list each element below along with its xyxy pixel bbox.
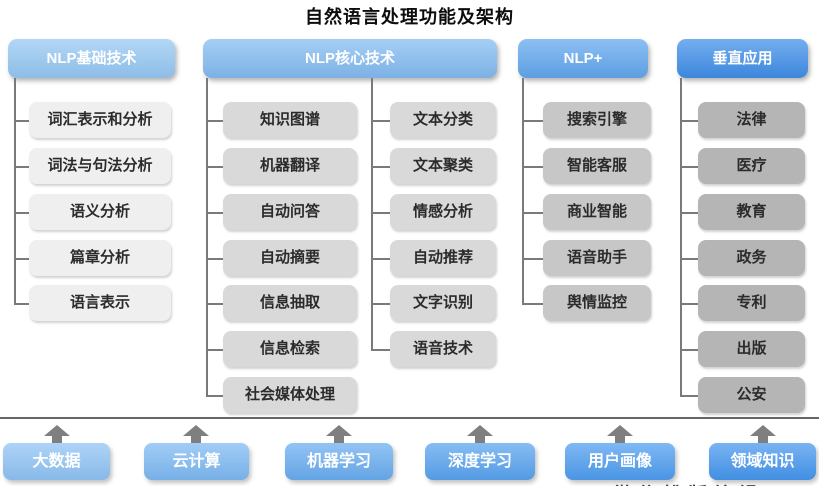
foundation-user-profile: 用户画像 bbox=[565, 443, 675, 480]
up-arrow-head bbox=[750, 425, 776, 436]
connector-line bbox=[371, 78, 373, 349]
up-arrow-stem bbox=[52, 436, 62, 443]
node-information-extraction: 信息抽取 bbox=[223, 285, 357, 321]
connector-line bbox=[14, 166, 29, 168]
connector-line bbox=[371, 349, 390, 351]
column-header-vertical-apps: 垂直应用 bbox=[677, 39, 808, 78]
connector-line bbox=[680, 166, 698, 168]
connector-line bbox=[14, 120, 29, 122]
node-text-recognition: 文字识别 bbox=[390, 285, 496, 321]
connector-line bbox=[206, 395, 223, 397]
node-business-intelligence: 商业智能 bbox=[543, 194, 651, 230]
column-header-nlp-basic: NLP基础技术 bbox=[8, 39, 175, 78]
up-arrow-icon bbox=[467, 425, 493, 443]
node-lexical-representation-analysis: 词汇表示和分析 bbox=[29, 102, 171, 138]
connector-line bbox=[522, 212, 543, 214]
connector-line bbox=[206, 349, 223, 351]
connector-line bbox=[206, 303, 223, 305]
column-header-nlp-core: NLP核心技术 bbox=[203, 39, 497, 78]
connector-line bbox=[522, 258, 543, 260]
node-auto-recommendation: 自动推荐 bbox=[390, 240, 496, 276]
up-arrow-head bbox=[467, 425, 493, 436]
connector-line bbox=[206, 212, 223, 214]
up-arrow-icon bbox=[750, 425, 776, 443]
connector-line bbox=[680, 395, 698, 397]
connector-line bbox=[14, 212, 29, 214]
node-government: 政务 bbox=[698, 240, 805, 276]
foundation-big-data: 大数据 bbox=[3, 443, 110, 480]
node-opinion-monitoring: 舆情监控 bbox=[543, 285, 651, 321]
node-lexical-syntax-analysis: 词法与句法分析 bbox=[29, 148, 171, 184]
foundation-machine-learning: 机器学习 bbox=[285, 443, 393, 480]
up-arrow-icon bbox=[183, 425, 209, 443]
node-publishing: 出版 bbox=[698, 331, 805, 367]
node-text-classification: 文本分类 bbox=[390, 102, 496, 138]
node-legal: 法律 bbox=[698, 102, 805, 138]
connector-line bbox=[680, 258, 698, 260]
connector-line bbox=[522, 78, 524, 303]
node-public-security: 公安 bbox=[698, 377, 805, 413]
connector-line bbox=[206, 78, 208, 395]
node-knowledge-graph: 知识图谱 bbox=[223, 102, 357, 138]
connector-line bbox=[371, 212, 390, 214]
up-arrow-head bbox=[326, 425, 352, 436]
connector-line bbox=[14, 258, 29, 260]
connector-line bbox=[522, 303, 543, 305]
node-text-clustering: 文本聚类 bbox=[390, 148, 496, 184]
watermark-partial: 微信排版编辑 bbox=[613, 480, 819, 486]
up-arrow-stem bbox=[475, 436, 485, 443]
connector-line bbox=[14, 78, 16, 303]
up-arrow-icon bbox=[326, 425, 352, 443]
foundation-separator-line bbox=[0, 417, 819, 419]
node-speech-technology: 语音技术 bbox=[390, 331, 496, 367]
node-search-engine: 搜索引擎 bbox=[543, 102, 651, 138]
foundation-cloud-computing: 云计算 bbox=[144, 443, 249, 480]
node-discourse-analysis: 篇章分析 bbox=[29, 240, 171, 276]
node-language-representation: 语言表示 bbox=[29, 285, 171, 321]
connector-line bbox=[371, 258, 390, 260]
node-smart-customer-service: 智能客服 bbox=[543, 148, 651, 184]
diagram-title: 自然语言处理功能及架构 bbox=[305, 7, 514, 27]
connector-line bbox=[680, 78, 682, 395]
connector-line bbox=[680, 303, 698, 305]
up-arrow-stem bbox=[758, 436, 768, 443]
node-machine-translation: 机器翻译 bbox=[223, 148, 357, 184]
up-arrow-stem bbox=[615, 436, 625, 443]
up-arrow-head bbox=[607, 425, 633, 436]
node-social-media-processing: 社会媒体处理 bbox=[223, 377, 357, 413]
foundation-deep-learning: 深度学习 bbox=[425, 443, 535, 480]
connector-line bbox=[680, 349, 698, 351]
node-question-answering: 自动问答 bbox=[223, 194, 357, 230]
connector-line bbox=[680, 120, 698, 122]
connector-line bbox=[206, 166, 223, 168]
foundation-domain-knowledge: 领域知识 bbox=[709, 443, 816, 480]
node-information-retrieval: 信息检索 bbox=[223, 331, 357, 367]
up-arrow-head bbox=[183, 425, 209, 436]
connector-line bbox=[371, 303, 390, 305]
node-patent: 专利 bbox=[698, 285, 805, 321]
connector-line bbox=[206, 258, 223, 260]
up-arrow-head bbox=[44, 425, 70, 436]
node-medical: 医疗 bbox=[698, 148, 805, 184]
connector-line bbox=[206, 120, 223, 122]
connector-line bbox=[14, 303, 29, 305]
up-arrow-stem bbox=[191, 436, 201, 443]
node-auto-summarization: 自动摘要 bbox=[223, 240, 357, 276]
connector-line bbox=[522, 120, 543, 122]
connector-line bbox=[371, 120, 390, 122]
up-arrow-stem bbox=[334, 436, 344, 443]
up-arrow-icon bbox=[44, 425, 70, 443]
connector-line bbox=[522, 166, 543, 168]
connector-line bbox=[680, 212, 698, 214]
connector-line bbox=[371, 166, 390, 168]
column-header-nlp-plus: NLP+ bbox=[518, 39, 648, 78]
node-sentiment-analysis: 情感分析 bbox=[390, 194, 496, 230]
node-voice-assistant: 语音助手 bbox=[543, 240, 651, 276]
node-education: 教育 bbox=[698, 194, 805, 230]
up-arrow-icon bbox=[607, 425, 633, 443]
node-semantic-analysis: 语义分析 bbox=[29, 194, 171, 230]
